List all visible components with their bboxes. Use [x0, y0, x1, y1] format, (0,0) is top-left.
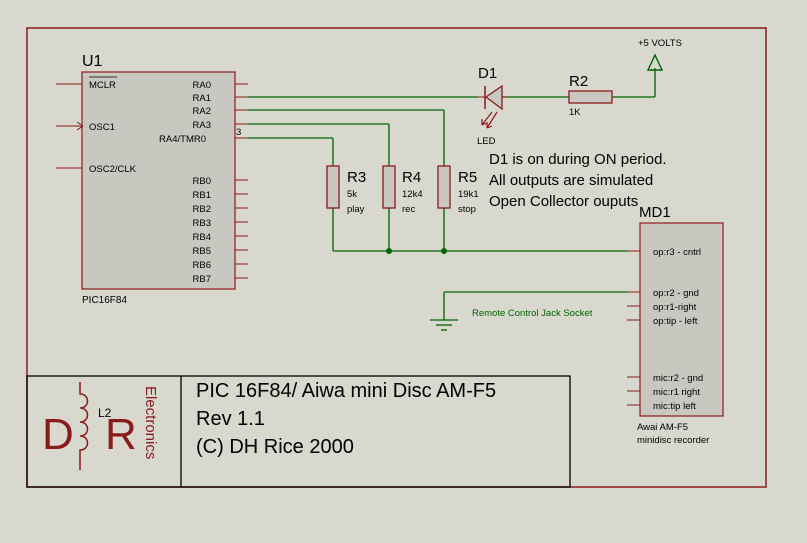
md1-pin-op-r3: op:r3 - cntrl: [653, 247, 701, 258]
r5-value: 19k1: [458, 189, 479, 200]
d1-type: LED: [477, 136, 496, 147]
pin-label-ra0: RA0: [193, 80, 211, 91]
r4-name: rec: [402, 204, 415, 215]
r2-value: 1K: [569, 107, 581, 118]
md1-pin-op-tip: op:tip - left: [653, 316, 698, 327]
md1-desc-2: minidisc recorder: [637, 435, 709, 446]
title-block-frame: [26, 375, 571, 488]
jack-socket-label: Remote Control Jack Socket: [472, 308, 593, 319]
md1-pin-op-r1: op:r1-right: [653, 302, 697, 313]
md1-pin-mic-r2: mic:r2 - gnd: [653, 373, 703, 384]
r3-body: [326, 165, 340, 209]
pin-label-rb3: RB3: [193, 218, 211, 229]
osc1-clock-arrow: [76, 121, 84, 131]
pin-label-ra1: RA1: [193, 93, 211, 104]
supply-arrow-icon: [646, 53, 664, 71]
u1-pic16f84: U1 PIC16F84 MCLR OSC1 OSC2/CLK RA0 RA1 R…: [56, 53, 248, 306]
r5-body: [437, 165, 451, 209]
logo-side-text: Electronics: [142, 386, 159, 459]
md1-pin-mic-r1: mic:r1 right: [653, 387, 700, 398]
ra4-pin-number: 3: [236, 127, 241, 138]
design-notes: D1 is on during ON period. All outputs a…: [489, 151, 667, 210]
junction-r5: [441, 248, 447, 254]
d1-ref: D1: [478, 65, 497, 82]
pin-label-rb7: RB7: [193, 274, 211, 285]
u1-right-pin-leads: [235, 83, 248, 279]
led-triangle-icon: [484, 84, 503, 111]
u1-part: PIC16F84: [82, 295, 127, 306]
pin-label-rb0: RB0: [193, 176, 211, 187]
wires: [248, 68, 656, 320]
supply-label: +5 VOLTS: [638, 38, 682, 49]
md1-ref: MD1: [639, 204, 671, 221]
note-line-2: All outputs are simulated: [489, 172, 653, 189]
pin-label-ra2: RA2: [193, 106, 211, 117]
r2-ref: R2: [569, 73, 588, 90]
logo-letter-r: R: [105, 410, 137, 459]
pin-label-rb6: RB6: [193, 260, 211, 271]
r5-resistor: R5 19k1 stop: [437, 165, 479, 215]
pin-label-rb5: RB5: [193, 246, 211, 257]
r2-body: [568, 90, 613, 104]
pin-label-osc1: OSC1: [89, 122, 115, 133]
md1-recorder: MD1 op:r3 - cntrl op:r2 - gnd op:r1-righ…: [627, 204, 724, 446]
u1-ref: U1: [82, 53, 103, 70]
r3-name: play: [347, 204, 365, 215]
md1-pin-mic-tip: mic:tip left: [653, 401, 696, 412]
pin-label-osc2: OSC2/CLK: [89, 164, 137, 175]
md1-pin-leads: [627, 250, 640, 406]
r4-value: 12k4: [402, 189, 423, 200]
logo-inductor-icon: [79, 382, 89, 470]
r4-body: [382, 165, 396, 209]
md1-pin-op-r2: op:r2 - gnd: [653, 288, 699, 299]
led-light-arrow-icon: [481, 111, 493, 126]
led-light-arrow2-icon: [486, 111, 498, 129]
copyright-text: (C) DH Rice 2000: [196, 436, 354, 458]
r4-ref: R4: [402, 169, 421, 186]
r5-name: stop: [458, 204, 476, 215]
pin-label-rb1: RB1: [193, 190, 211, 201]
pin-label-ra3: RA3: [193, 120, 211, 131]
r3-resistor: R3 5k play: [326, 165, 366, 215]
d1-led: D1 LED: [477, 65, 508, 147]
pin-label-rb4: RB4: [193, 232, 211, 243]
dr-electronics-logo: D R L2 Electronics: [42, 382, 159, 470]
ground-symbol: [430, 319, 458, 331]
supply-5v: +5 VOLTS: [638, 38, 682, 71]
r4-resistor: R4 12k4 rec: [382, 165, 423, 215]
logo-inductor-label: L2: [98, 406, 112, 420]
r3-value: 5k: [347, 189, 357, 200]
r5-ref: R5: [458, 169, 477, 186]
title-text: PIC 16F84/ Aiwa mini Disc AM-F5: [196, 380, 496, 402]
logo-letter-d: D: [42, 410, 74, 459]
junction-r4: [386, 248, 392, 254]
pin-label-mclr: MCLR: [89, 80, 116, 91]
title-block: D R L2 Electronics PIC 16F84/ Aiwa mini …: [26, 375, 571, 488]
revision-text: Rev 1.1: [196, 408, 265, 430]
note-line-3: Open Collector ouputs: [489, 193, 638, 210]
u1-body: [81, 71, 236, 290]
md1-body: [639, 222, 724, 417]
pin-label-ra4: RA4/TMR0: [159, 134, 206, 145]
pin-label-rb2: RB2: [193, 204, 211, 215]
note-line-1: D1 is on during ON period.: [489, 151, 667, 168]
r3-ref: R3: [347, 169, 366, 186]
md1-desc-1: Awai AM-F5: [637, 422, 688, 433]
r2-resistor: R2 1K: [568, 73, 613, 118]
